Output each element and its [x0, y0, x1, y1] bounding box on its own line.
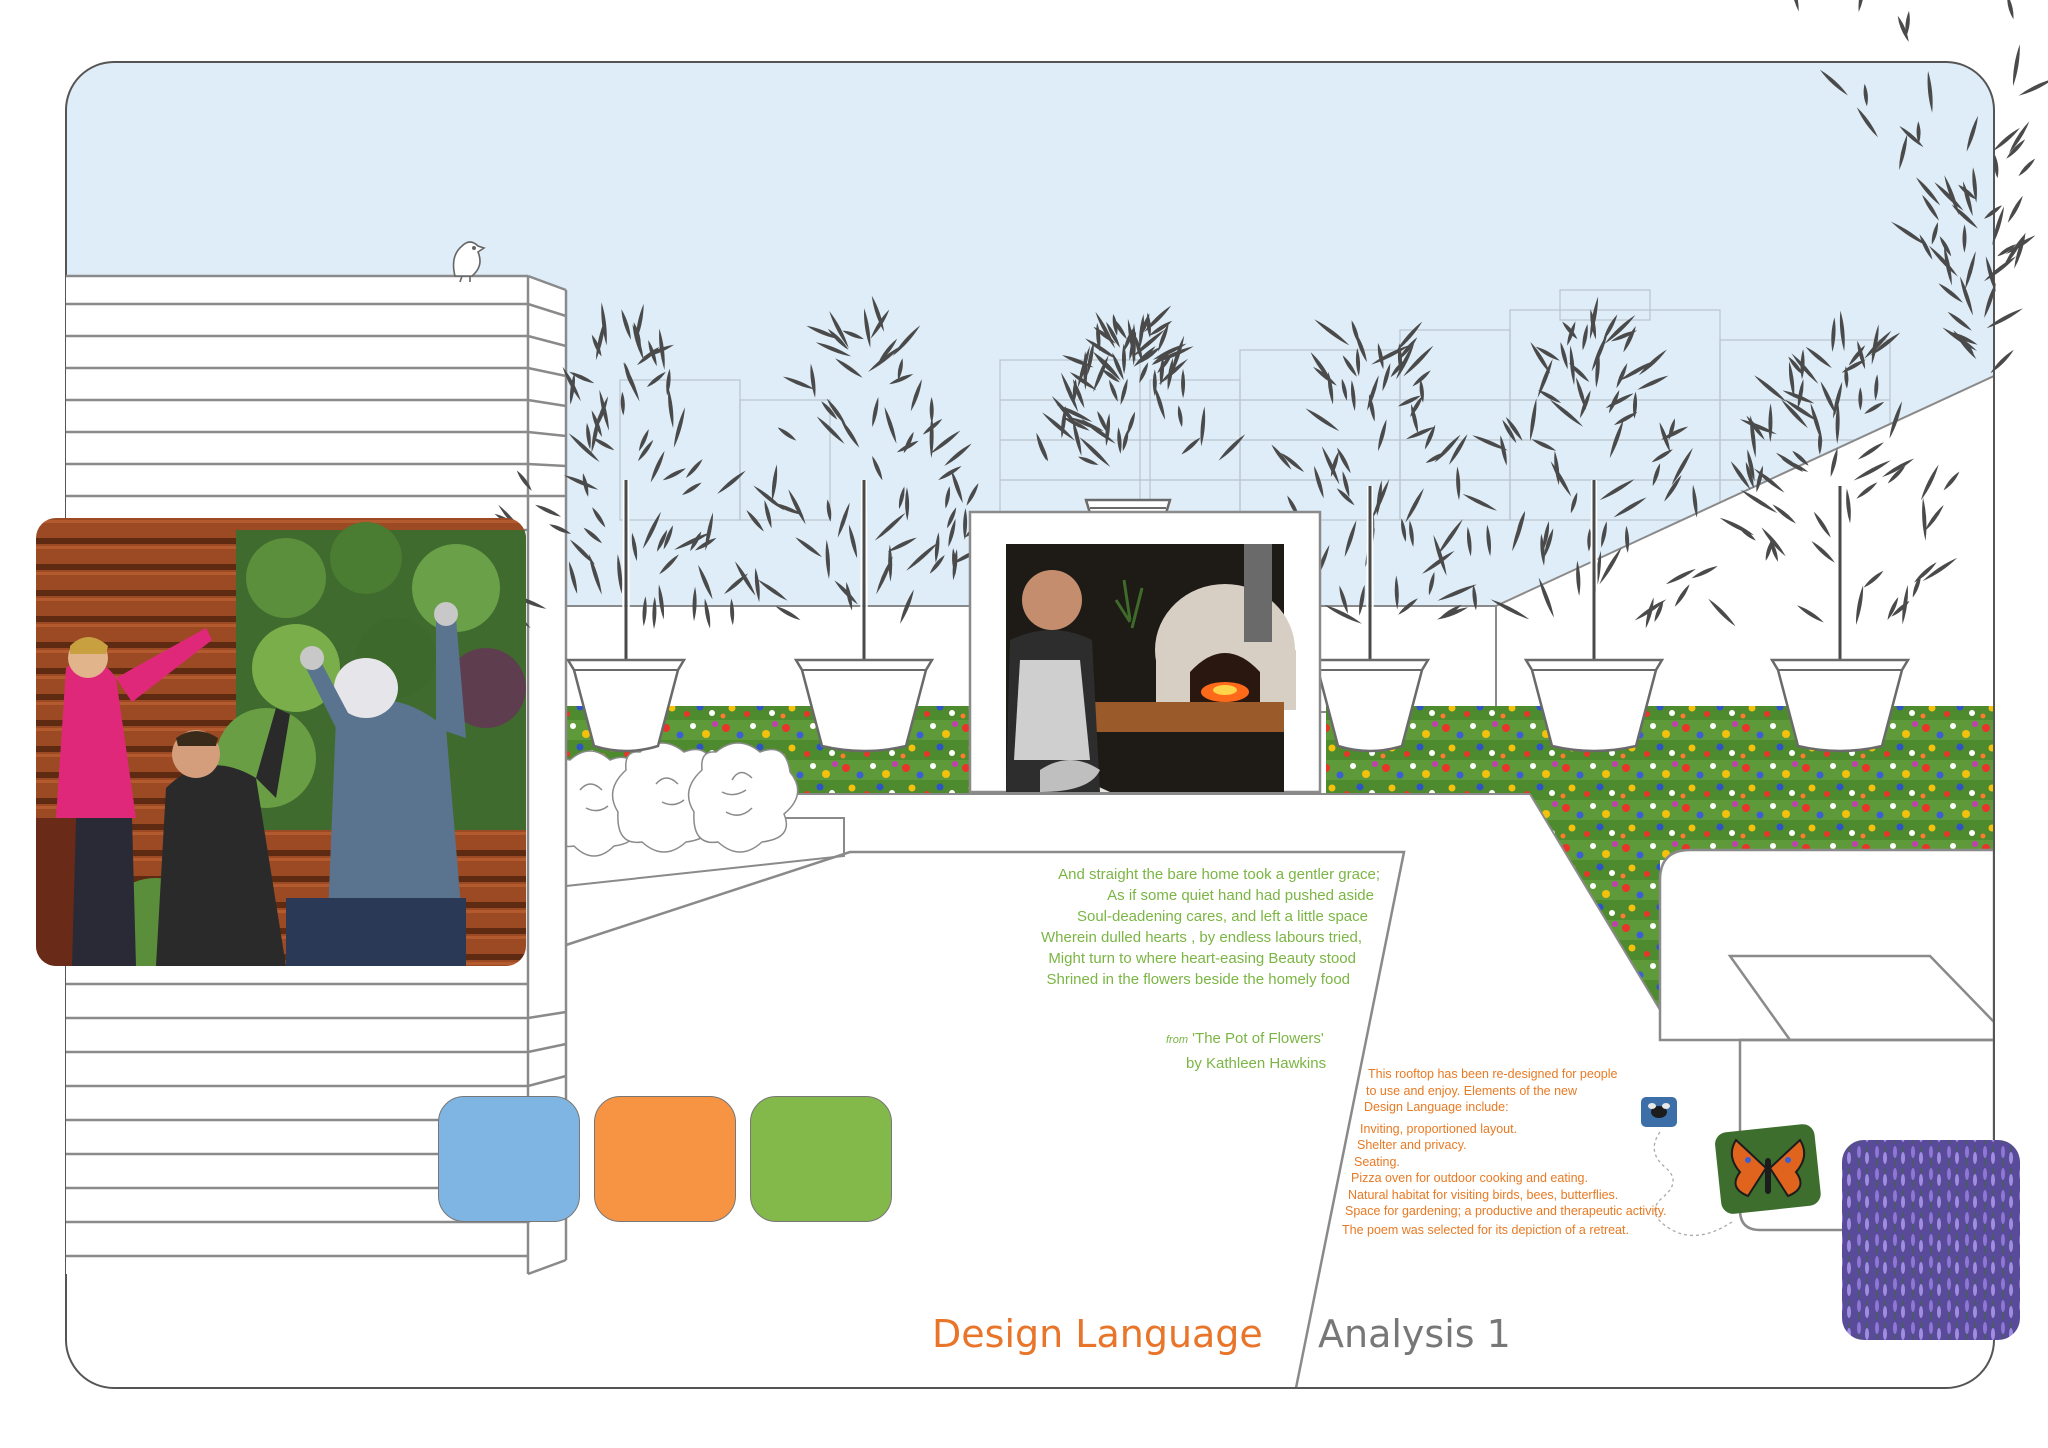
notes-item: Seating.: [1354, 1154, 1400, 1169]
swatch-green: [750, 1096, 892, 1222]
notes-item: Pizza oven for outdoor cooking and eatin…: [1351, 1171, 1588, 1185]
poem-source-title: 'The Pot of Flowers': [1192, 1030, 1324, 1047]
poem-line: And straight the bare home took a gentle…: [1058, 866, 1380, 883]
lavender-photo: [1842, 1140, 2020, 1340]
flower-bed-right: [1530, 794, 1994, 1010]
title-main: Design Language: [932, 1312, 1263, 1356]
potted-tree: [1794, 0, 2048, 374]
poem-line: Shrined in the flowers beside the homely…: [1046, 971, 1350, 988]
rosette-shrubs: [543, 742, 799, 857]
side-wall: [1495, 374, 1994, 713]
path-block: [566, 826, 1404, 1388]
swatch-orange: [594, 1096, 736, 1222]
vertical-garden-illustration: [36, 518, 526, 966]
notes-closing: The poem was selected for its depiction …: [1342, 1222, 1629, 1237]
notes-intro-line: Design Language include:: [1364, 1100, 1509, 1114]
poem-source-prefix: from: [1166, 1034, 1188, 1046]
poem-source: from 'The Pot of Flowers': [1166, 1030, 1324, 1047]
poem-line: Wherein dulled hearts , by endless labou…: [1040, 929, 1362, 946]
potted-tree: [1252, 319, 1477, 753]
poem-author: by Kathleen Hawkins: [1186, 1055, 1327, 1072]
swatch-blue: [438, 1096, 580, 1222]
vertical-garden-photo: [36, 518, 526, 966]
notes-item: Natural habitat for visiting birds, bees…: [1348, 1187, 1619, 1202]
notes-intro-line: to use and enjoy. Elements of the new: [1366, 1083, 1578, 1098]
notes-intro-line: This rooftop has been re-designed for pe…: [1368, 1067, 1618, 1081]
poem-block: And straight the bare home took a gentle…: [960, 864, 1380, 994]
notes-item: Shelter and privacy.: [1357, 1138, 1467, 1152]
butterfly-photo: [1715, 1124, 1821, 1214]
poem-line: As if some quiet hand had pushed aside: [1107, 887, 1374, 904]
deck-edge-right: [1529, 793, 1661, 1011]
path-edge: [565, 850, 1406, 1388]
notes-item: Inviting, proportioned layout.: [1360, 1121, 1518, 1136]
flower-bed-center: [1326, 706, 1994, 794]
potted-tree: [734, 295, 983, 753]
notes-item: Space for gardening; a productive and th…: [1345, 1204, 1667, 1218]
potted-tree: [1462, 296, 1718, 753]
poem-line: Soul-deadening cares, and left a little …: [1076, 908, 1368, 925]
potted-tree: [1708, 310, 1960, 753]
title-sub: Analysis 1: [1318, 1312, 1511, 1356]
bee-icon: [1639, 1095, 1733, 1236]
bird-icon: [452, 241, 486, 283]
design-notes: This rooftop has been re-designed for pe…: [1340, 1066, 1667, 1238]
pizza-oven-alcove: [968, 510, 1322, 794]
poem-lines: And straight the bare home took a gentle…: [960, 864, 1380, 990]
poem-line: Might turn to where heart-easing Beauty …: [1048, 950, 1356, 967]
